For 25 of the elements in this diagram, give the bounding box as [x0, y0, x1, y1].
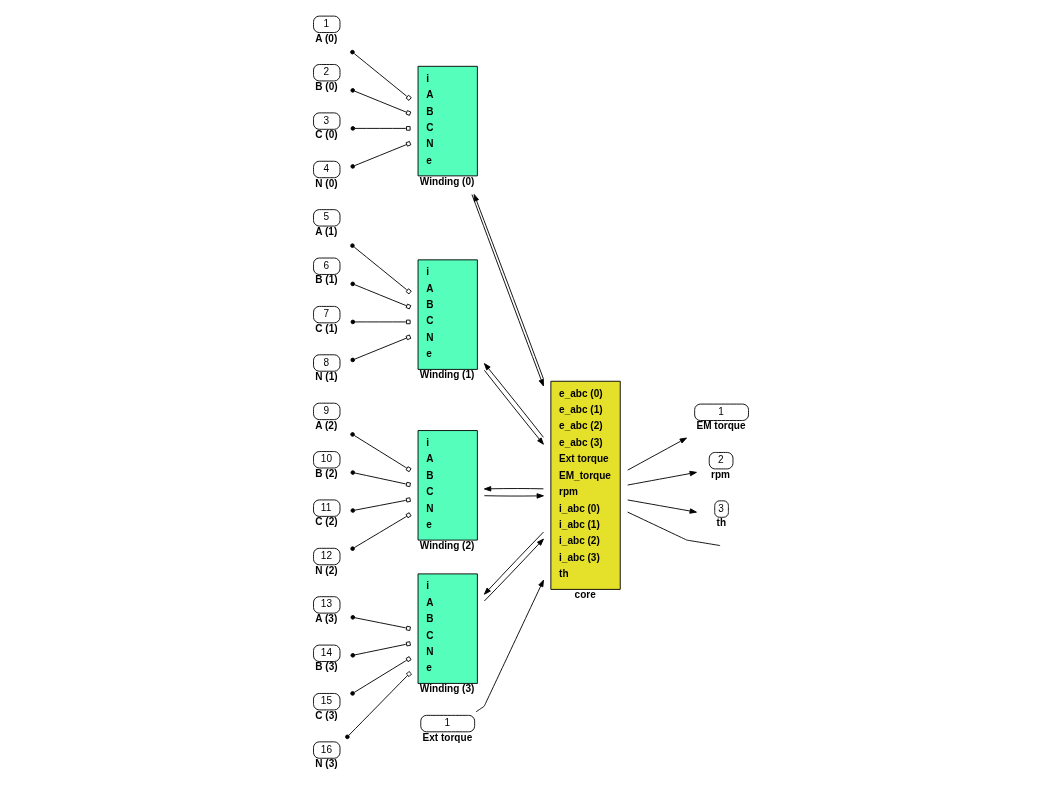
node-label: B (3) — [315, 661, 338, 673]
node-label: C (1) — [315, 322, 338, 334]
node-label: A (0) — [315, 32, 338, 44]
node-label: A (2) — [315, 419, 338, 431]
node-label: N (1) — [315, 371, 338, 383]
node-label: core — [574, 589, 596, 601]
node-label: B (1) — [315, 274, 338, 286]
node-label: C (3) — [315, 709, 338, 721]
node-label: Ext torque — [422, 731, 473, 743]
node-label: B (2) — [315, 467, 338, 479]
node-label: rpm — [711, 468, 731, 480]
node-label: Winding (3) — [419, 683, 475, 695]
node-label: EM torque — [696, 420, 746, 432]
node-label: A (1) — [315, 226, 338, 238]
node-label: C (0) — [315, 129, 338, 141]
node-label: Winding (0) — [419, 175, 475, 187]
node-label: A (3) — [315, 613, 338, 625]
node-label: Winding (2) — [419, 540, 475, 552]
node-label: Winding (1) — [419, 369, 475, 381]
node-label: B (0) — [315, 80, 338, 92]
node-label: N (0) — [315, 177, 338, 189]
node-label: th — [716, 517, 727, 529]
node-label: N (2) — [315, 564, 338, 576]
node-label: C (2) — [315, 516, 338, 528]
node-label: N (3) — [315, 758, 338, 770]
